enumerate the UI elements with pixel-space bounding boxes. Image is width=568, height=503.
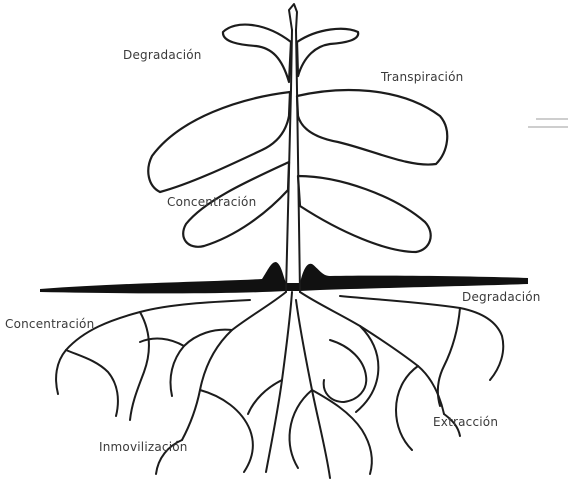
root-far-right-b xyxy=(438,308,460,406)
root-main-left xyxy=(182,292,286,440)
plant-tip xyxy=(289,4,297,30)
root-far-left-b xyxy=(130,312,149,420)
label-concentration-stem: Concentración xyxy=(167,195,256,209)
label-concentration-root: Concentración xyxy=(5,317,94,331)
soil-surface xyxy=(40,262,528,293)
label-degradation-leaf: Degradación xyxy=(123,48,202,62)
root-right-mid xyxy=(356,326,378,412)
leaf-top-right xyxy=(297,29,358,76)
root-far-left xyxy=(56,300,250,394)
root-far-left-c xyxy=(66,350,118,416)
leaf-top-left xyxy=(223,25,291,82)
root-left-low xyxy=(200,390,253,472)
label-immobilization: Inmovilización xyxy=(99,440,188,454)
root-right-low-b xyxy=(396,366,418,450)
root-right-loop xyxy=(324,340,367,402)
label-degradation-soil: Degradación xyxy=(462,290,541,304)
leaf-low-right xyxy=(298,176,431,252)
root-left-hook xyxy=(140,339,184,346)
leaf-mid-right xyxy=(297,90,447,165)
label-transpiration: Transpiración xyxy=(381,70,463,84)
root-center-branch-b xyxy=(289,390,312,468)
label-extraction: Extracción xyxy=(433,415,498,429)
